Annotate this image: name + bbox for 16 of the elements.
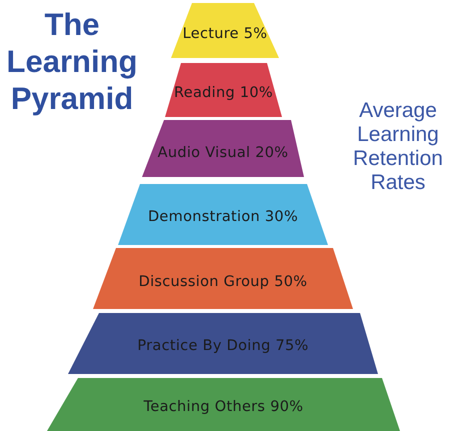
pyramid-tier	[165, 63, 282, 117]
pyramid-tier	[68, 313, 378, 374]
pyramid-tier	[47, 378, 400, 431]
tier-label: Teaching Others 90%	[144, 398, 304, 414]
pyramid-tier	[118, 184, 328, 245]
pyramid-tier	[142, 120, 304, 177]
pyramid-tier	[93, 248, 353, 309]
tier-label: Demonstration 30%	[148, 208, 298, 224]
tier-label: Audio Visual 20%	[158, 144, 288, 160]
side-label: Average Learning Retention Rates	[352, 99, 444, 195]
tier-label: Discussion Group 50%	[138, 274, 308, 290]
pyramid-tier	[171, 3, 279, 58]
pyramid-title: The Learning Pyramid	[6, 6, 138, 117]
tier-label: Reading 10%	[174, 85, 273, 101]
tier-label: Practice By Doing 75%	[137, 338, 309, 354]
tier-label: Lecture 5%	[182, 26, 268, 42]
